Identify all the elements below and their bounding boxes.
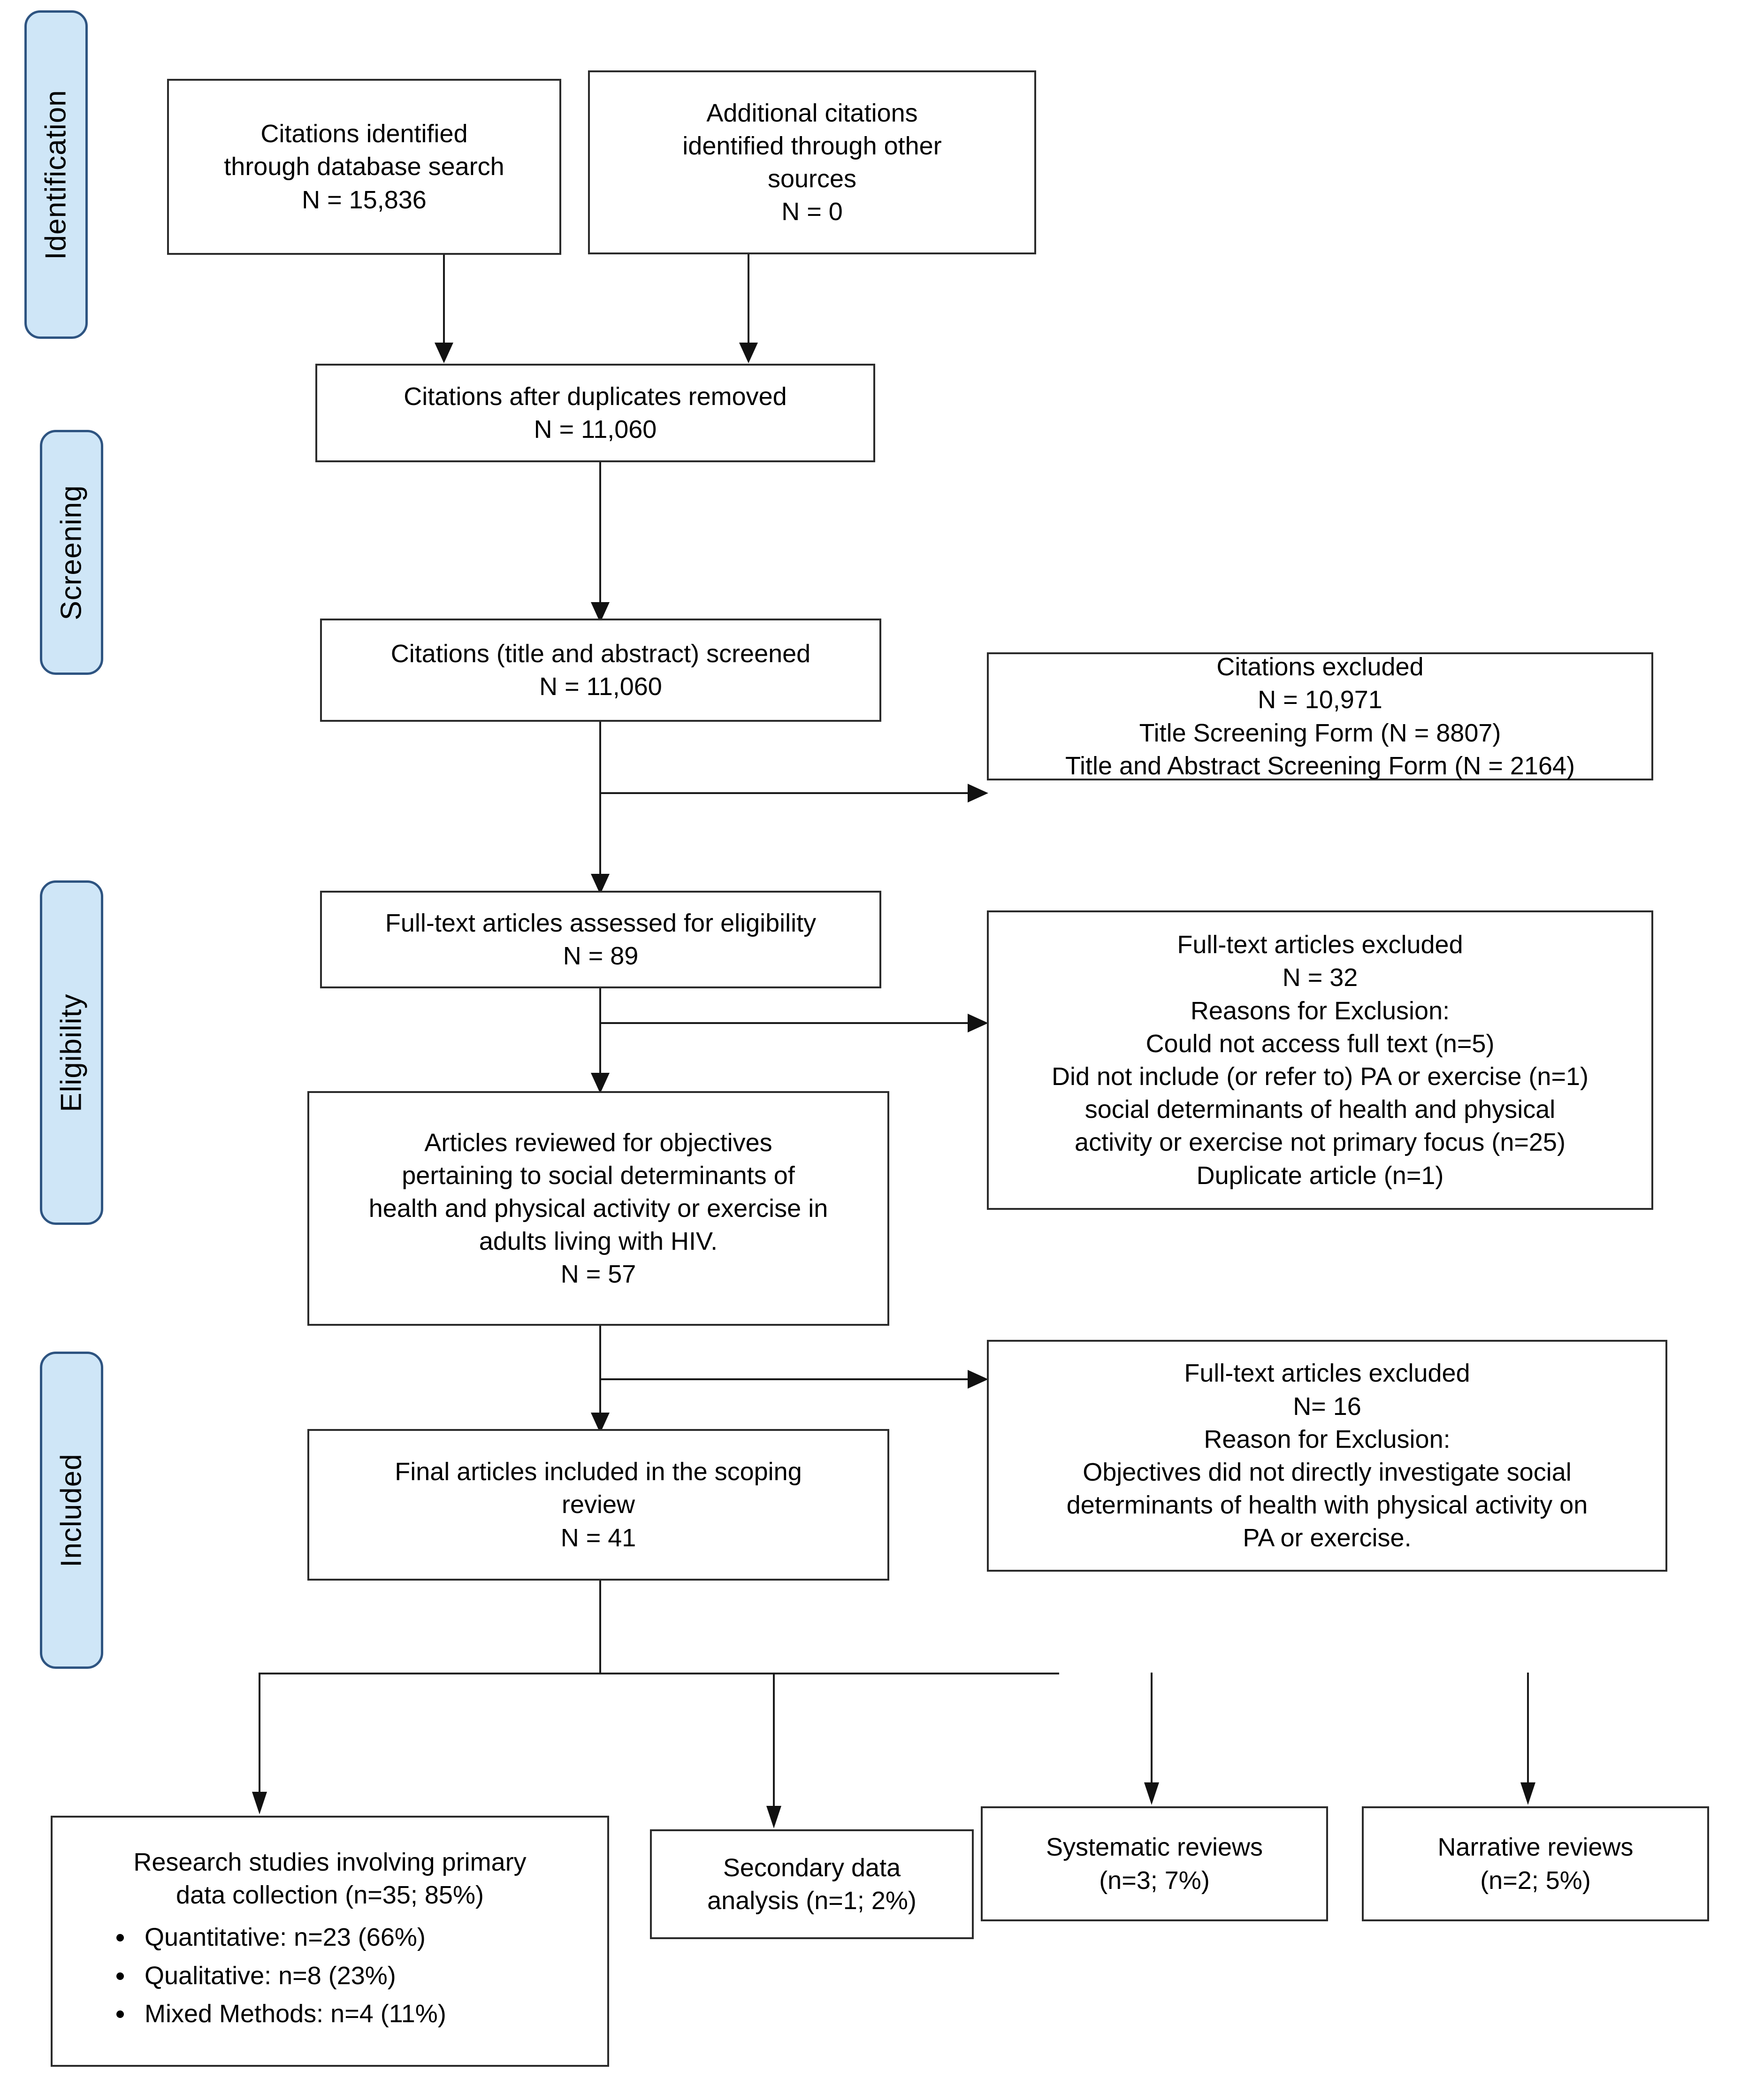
box-other-sources-line-2: identified through other <box>682 131 942 160</box>
box-articles-reviewed-line-1: Articles reviewed for objectives <box>424 1128 772 1157</box>
box-citations-excluded-line-3: Title Screening Form (N = 8807) <box>1139 718 1501 747</box>
box-fulltext-excluded-32: Full-text articles excluded N = 32 Reaso… <box>987 910 1653 1210</box>
stage-label-included-text: Included <box>55 1453 88 1567</box>
arrow-to-narrative-reviews <box>1520 1782 1535 1805</box>
connector-to-secondary-analysis <box>773 1673 775 1809</box>
box-citations-excluded: Citations excluded N = 10,971 Title Scre… <box>987 652 1653 780</box>
connector-other-to-duplicates <box>748 254 749 346</box>
box-citations-excluded-line-1: Citations excluded <box>1216 653 1424 681</box>
arrow-assessed-to-reviewed <box>591 1073 610 1093</box>
box-fulltext-excluded-16-line-6: PA or exercise. <box>1243 1524 1412 1552</box>
arrow-other-to-duplicates <box>739 343 758 363</box>
box-systematic-reviews: Systematic reviews (n=3; 7%) <box>981 1806 1328 1921</box>
connector-to-primary-research <box>259 1673 260 1795</box>
box-fulltext-excluded-16-line-2: N= 16 <box>1293 1392 1361 1421</box>
stage-label-included: Included <box>40 1352 103 1669</box>
box-articles-reviewed-line-3: health and physical activity or exercise… <box>368 1194 828 1223</box>
stage-label-eligibility-text: Eligibility <box>55 993 88 1112</box>
arrow-reviewed-to-excluded16 <box>968 1370 988 1389</box>
stage-label-identification-text: Identification <box>40 89 72 260</box>
arrow-to-primary-research <box>252 1792 267 1814</box>
box-citations-excluded-line-4: Title and Abstract Screening Form (N = 2… <box>1065 751 1575 780</box>
stage-label-eligibility: Eligibility <box>40 880 103 1225</box>
arrow-assessed-to-excluded32 <box>968 1014 988 1032</box>
box-articles-reviewed-line-4: adults living with HIV. <box>479 1227 718 1256</box>
box-primary-research: Research studies involving primary data … <box>51 1816 609 2067</box>
box-secondary-analysis-line-1: Secondary data <box>723 1853 901 1882</box>
box-final-included-line-2: review <box>561 1490 635 1519</box>
connector-reviewed-down <box>599 1326 601 1415</box>
list-item: Qualitative: n=8 (23%) <box>113 1960 599 1992</box>
connector-screened-to-excluded <box>599 792 972 794</box>
box-articles-reviewed-line-5: N = 57 <box>560 1260 636 1289</box>
connector-reviewed-to-excluded16 <box>599 1378 972 1380</box>
box-final-included-line-1: Final articles included in the scoping <box>395 1458 802 1486</box>
box-final-included: Final articles included in the scoping r… <box>307 1429 889 1581</box>
connector-to-narrative-reviews <box>1527 1673 1529 1785</box>
list-item: Mixed Methods: n=4 (11%) <box>113 1998 599 2030</box>
connector-screened-down <box>599 722 601 877</box>
box-other-sources-line-3: sources <box>767 165 857 193</box>
box-primary-research-line-2: data collection (n=35; 85%) <box>176 1881 484 1910</box>
connector-assessed-down <box>599 988 601 1076</box>
box-duplicates-removed-line-2: N = 11,060 <box>534 415 657 443</box>
box-fulltext-excluded-32-line-1: Full-text articles excluded <box>1177 931 1463 959</box>
box-citations-excluded-line-2: N = 10,971 <box>1258 686 1382 714</box>
box-articles-reviewed: Articles reviewed for objectives pertain… <box>307 1091 889 1326</box>
box-fulltext-excluded-16: Full-text articles excluded N= 16 Reason… <box>987 1340 1667 1572</box>
box-secondary-analysis: Secondary data analysis (n=1; 2%) <box>650 1829 974 1939</box>
arrow-database-to-duplicates <box>435 343 453 363</box>
box-duplicates-removed: Citations after duplicates removed N = 1… <box>315 364 875 462</box>
box-database-search-line-2: through database search <box>224 153 504 181</box>
stage-label-identification: Identification <box>24 10 88 339</box>
box-fulltext-excluded-32-line-2: N = 32 <box>1282 963 1358 992</box>
box-fulltext-excluded-32-line-7: activity or exercise not primary focus (… <box>1075 1128 1565 1157</box>
box-fulltext-excluded-32-line-3: Reasons for Exclusion: <box>1190 996 1450 1025</box>
box-fulltext-excluded-32-line-8: Duplicate article (n=1) <box>1196 1161 1444 1190</box>
connector-final-down <box>599 1581 601 1674</box>
box-narrative-reviews: Narrative reviews (n=2; 5%) <box>1362 1806 1709 1921</box>
box-fulltext-excluded-16-line-4: Objectives did not directly investigate … <box>1083 1458 1572 1486</box>
box-primary-research-line-1: Research studies involving primary <box>133 1848 527 1877</box>
box-title-abstract-screened-line-1: Citations (title and abstract) screened <box>390 639 811 668</box>
box-other-sources-line-1: Additional citations <box>706 99 918 127</box>
box-database-search-line-1: Citations identified <box>260 120 468 148</box>
box-database-search: Citations identified through database se… <box>167 79 561 255</box>
box-fulltext-excluded-16-line-5: determinants of health with physical act… <box>1066 1491 1588 1520</box>
stage-label-screening-text: Screening <box>55 484 88 620</box>
box-fulltext-assessed-line-2: N = 89 <box>563 942 639 970</box>
box-title-abstract-screened-line-2: N = 11,060 <box>539 673 662 701</box>
stage-label-screening: Screening <box>40 430 103 675</box>
box-fulltext-assessed-line-1: Full-text articles assessed for eligibil… <box>385 909 817 937</box>
connector-database-to-duplicates <box>443 255 445 346</box>
box-fulltext-excluded-32-line-6: social determinants of health and physic… <box>1084 1095 1556 1124</box>
box-fulltext-excluded-32-line-4: Could not access full text (n=5) <box>1145 1029 1495 1058</box>
arrow-screened-to-excluded <box>968 784 988 802</box>
arrow-to-systematic-reviews <box>1144 1782 1159 1805</box>
box-fulltext-excluded-16-line-1: Full-text articles excluded <box>1184 1359 1470 1388</box>
box-fulltext-excluded-32-line-5: Did not include (or refer to) PA or exer… <box>1052 1062 1588 1091</box>
box-final-included-line-3: N = 41 <box>560 1523 636 1552</box>
box-database-search-line-3: N = 15,836 <box>302 185 427 214</box>
connector-outcome-splitter <box>259 1673 1059 1674</box>
box-fulltext-assessed: Full-text articles assessed for eligibil… <box>320 891 881 988</box>
box-other-sources: Additional citations identified through … <box>588 70 1036 254</box>
box-articles-reviewed-line-2: pertaining to social determinants of <box>402 1161 795 1190</box>
primary-research-bullet-list: Quantitative: n=23 (66%) Qualitative: n=… <box>61 1915 599 2037</box>
box-other-sources-line-4: N = 0 <box>781 198 843 226</box>
box-narrative-reviews-line-2: (n=2; 5%) <box>1480 1866 1591 1895</box>
box-systematic-reviews-line-1: Systematic reviews <box>1046 1833 1263 1862</box>
connector-assessed-to-excluded32 <box>599 1022 972 1024</box>
box-systematic-reviews-line-2: (n=3; 7%) <box>1099 1866 1210 1895</box>
list-item: Quantitative: n=23 (66%) <box>113 1922 599 1954</box>
box-title-abstract-screened: Citations (title and abstract) screened … <box>320 619 881 722</box>
box-secondary-analysis-line-2: analysis (n=1; 2%) <box>707 1887 916 1915</box>
box-narrative-reviews-line-1: Narrative reviews <box>1437 1833 1634 1862</box>
arrow-to-secondary-analysis <box>766 1806 781 1828</box>
connector-to-systematic-reviews <box>1151 1673 1153 1785</box>
box-fulltext-excluded-16-line-3: Reason for Exclusion: <box>1204 1425 1451 1453</box>
box-duplicates-removed-line-1: Citations after duplicates removed <box>404 382 787 411</box>
connector-duplicates-to-screened <box>599 462 601 605</box>
